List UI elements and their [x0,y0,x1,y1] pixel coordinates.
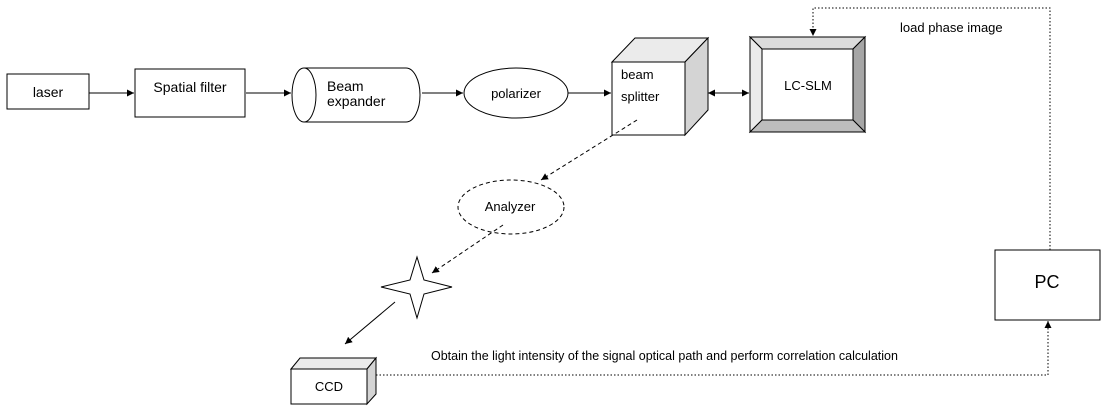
correlation-annotation: Obtain the light intensity of the signal… [431,349,898,363]
polarizer-label: polarizer [491,86,542,101]
spatial-filter-box: Spatial filter [134,68,246,118]
lc-slm-frame: LC-SLM [748,35,867,134]
beam-expander-label-line2: expander [327,93,386,109]
beam-splitter-cube: beam splitter [610,36,710,137]
analyzer-label: Analyzer [485,199,536,214]
beam-splitter-label-line2: splitter [621,89,660,104]
analyzer: Analyzer [457,179,565,235]
arrow-star-to-ccd [344,301,396,345]
focus-star-icon [380,255,453,320]
dotted-path-ccd-to-pc [376,321,1052,376]
dotted-path-pc-to-slm [809,7,1051,250]
dashed-arrow-splitter-to-analyzer [540,119,638,181]
lc-slm-label: LC-SLM [784,78,832,93]
polarizer: polarizer [463,67,569,119]
beam-expander-label-line1: Beam [327,78,364,94]
pc-label: PC [1034,272,1059,292]
beam-expander: Beam expander [291,67,421,123]
pc-box: PC [994,249,1101,321]
spatial-filter-label: Spatial filter [153,79,226,95]
laser-label: laser [33,84,64,100]
load-phase-image-annotation: load phase image [900,20,1003,35]
laser-box: laser [6,73,90,110]
ccd-label: CCD [315,379,343,394]
dashed-arrow-analyzer-to-star [431,224,504,274]
ccd-box: CCD [289,356,378,406]
beam-splitter-label-line1: beam [621,67,654,82]
